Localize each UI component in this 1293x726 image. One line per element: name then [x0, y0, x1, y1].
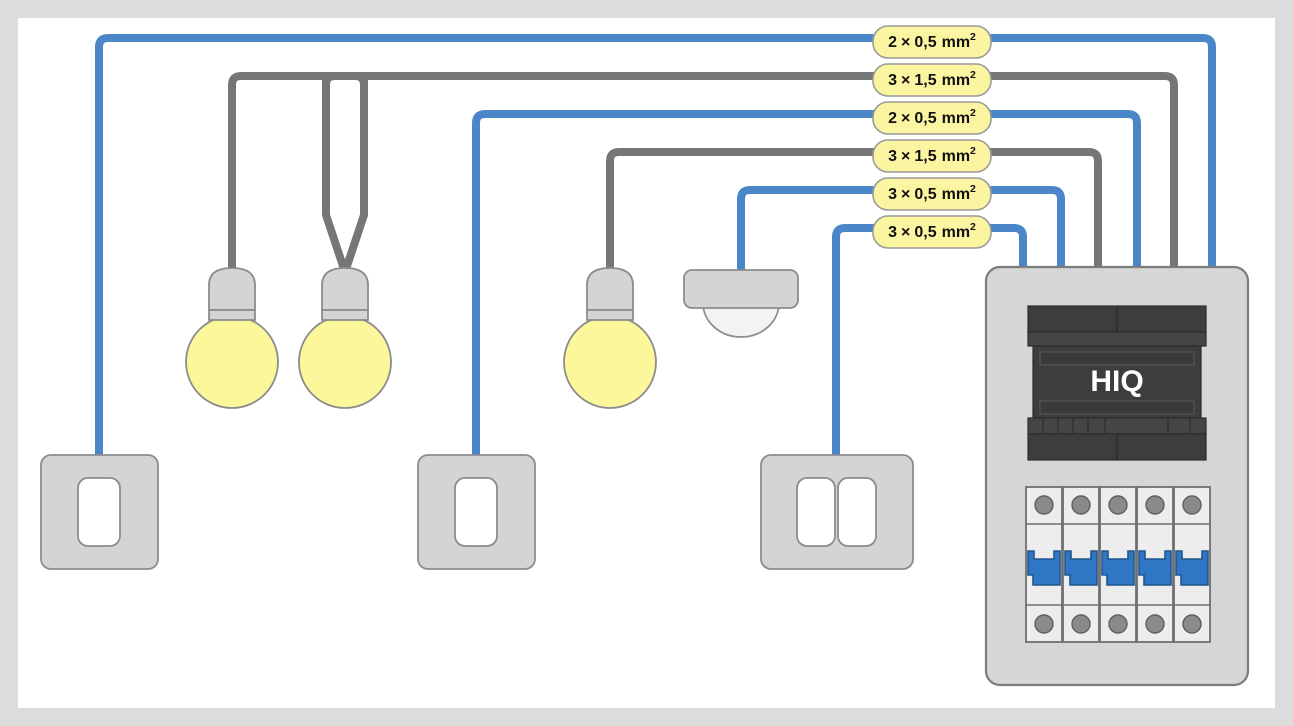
- breaker-terminal-bottom: [1034, 614, 1054, 634]
- breaker-terminal-top: [1034, 495, 1054, 515]
- breaker-lever[interactable]: [1064, 550, 1098, 586]
- switch-plate: [760, 454, 914, 570]
- wire-run-switch2-to-panel: [472, 110, 1141, 461]
- cable-label-5-text: 3: [888, 186, 897, 203]
- controller-upper-gap: [1027, 331, 1207, 347]
- wall-switch-1[interactable]: [40, 454, 159, 570]
- wall-switch-2[interactable]: [417, 454, 536, 570]
- bulb-socket-cap-front: [208, 309, 256, 321]
- bulb-socket-cap-front: [586, 309, 634, 321]
- cable-label-3-text: 2: [888, 110, 897, 127]
- cable-label-4-text: 3: [888, 148, 897, 165]
- breaker-lever[interactable]: [1027, 550, 1061, 586]
- bulb-glass: [185, 315, 279, 409]
- bulb-socket-cap: [586, 267, 634, 311]
- bulb-glass: [298, 315, 392, 409]
- breaker-lever[interactable]: [1101, 550, 1135, 586]
- light-bulb-2[interactable]: [298, 267, 392, 409]
- wire-run-bulb1-to-panel: [228, 72, 1178, 280]
- switch-rocker-right[interactable]: [837, 477, 877, 547]
- switch-rocker[interactable]: [454, 477, 498, 547]
- hiq-controller[interactable]: HIQ: [1027, 305, 1207, 461]
- lamp-dome: [702, 302, 780, 338]
- cable-label-2-text: 3: [888, 72, 897, 89]
- breaker-terminal-bottom: [1108, 614, 1128, 634]
- bulb-glass: [563, 315, 657, 409]
- wire-branch-to-bulb2-right: [341, 76, 368, 274]
- light-bulb-1[interactable]: [185, 267, 279, 409]
- controller-brand-label: HIQ: [1090, 365, 1143, 398]
- breaker-terminal-top: [1108, 495, 1128, 515]
- wire-run-bulb3-to-panel: [606, 148, 1102, 280]
- wire-branch-bulb2-top: [322, 72, 368, 86]
- cable-label-1-text: 2: [888, 34, 897, 51]
- lamp-base: [683, 269, 799, 309]
- bulb-socket-cap-front: [321, 309, 369, 321]
- breaker-row: [1025, 486, 1211, 643]
- bulb-socket-cap: [208, 267, 256, 311]
- breaker-terminal-bottom: [1071, 614, 1091, 634]
- circuit-breaker-4[interactable]: [1136, 486, 1174, 643]
- controller-slot-bottom: [1039, 400, 1195, 415]
- wire-run-switch1-to-panel: [95, 34, 1216, 461]
- circuit-breaker-1[interactable]: [1025, 486, 1063, 643]
- circuit-breaker-2[interactable]: [1062, 486, 1100, 643]
- ceiling-luminaire[interactable]: [683, 269, 799, 338]
- breaker-lever[interactable]: [1175, 550, 1209, 586]
- wall-switch-3[interactable]: [760, 454, 914, 570]
- bulb-socket-cap: [321, 267, 369, 311]
- controller-terminal-strip: [1027, 417, 1207, 435]
- switch-rocker-left[interactable]: [796, 477, 836, 547]
- wire-branch-to-bulb2-left: [322, 76, 349, 274]
- breaker-terminal-top: [1071, 495, 1091, 515]
- controller-slot-top: [1039, 351, 1195, 366]
- light-bulb-3[interactable]: [563, 267, 657, 409]
- breaker-lever[interactable]: [1138, 550, 1172, 586]
- distribution-panel[interactable]: HIQ: [984, 265, 1250, 687]
- circuit-breaker-3[interactable]: [1099, 486, 1137, 643]
- breaker-terminal-bottom: [1182, 614, 1202, 634]
- cable-label-6-text: 3: [888, 224, 897, 241]
- breaker-terminal-top: [1145, 495, 1165, 515]
- circuit-breaker-5[interactable]: [1173, 486, 1211, 643]
- breaker-terminal-top: [1182, 495, 1202, 515]
- breaker-terminal-bottom: [1145, 614, 1165, 634]
- switch-rocker[interactable]: [77, 477, 121, 547]
- controller-terminal-teeth: [1042, 418, 1191, 434]
